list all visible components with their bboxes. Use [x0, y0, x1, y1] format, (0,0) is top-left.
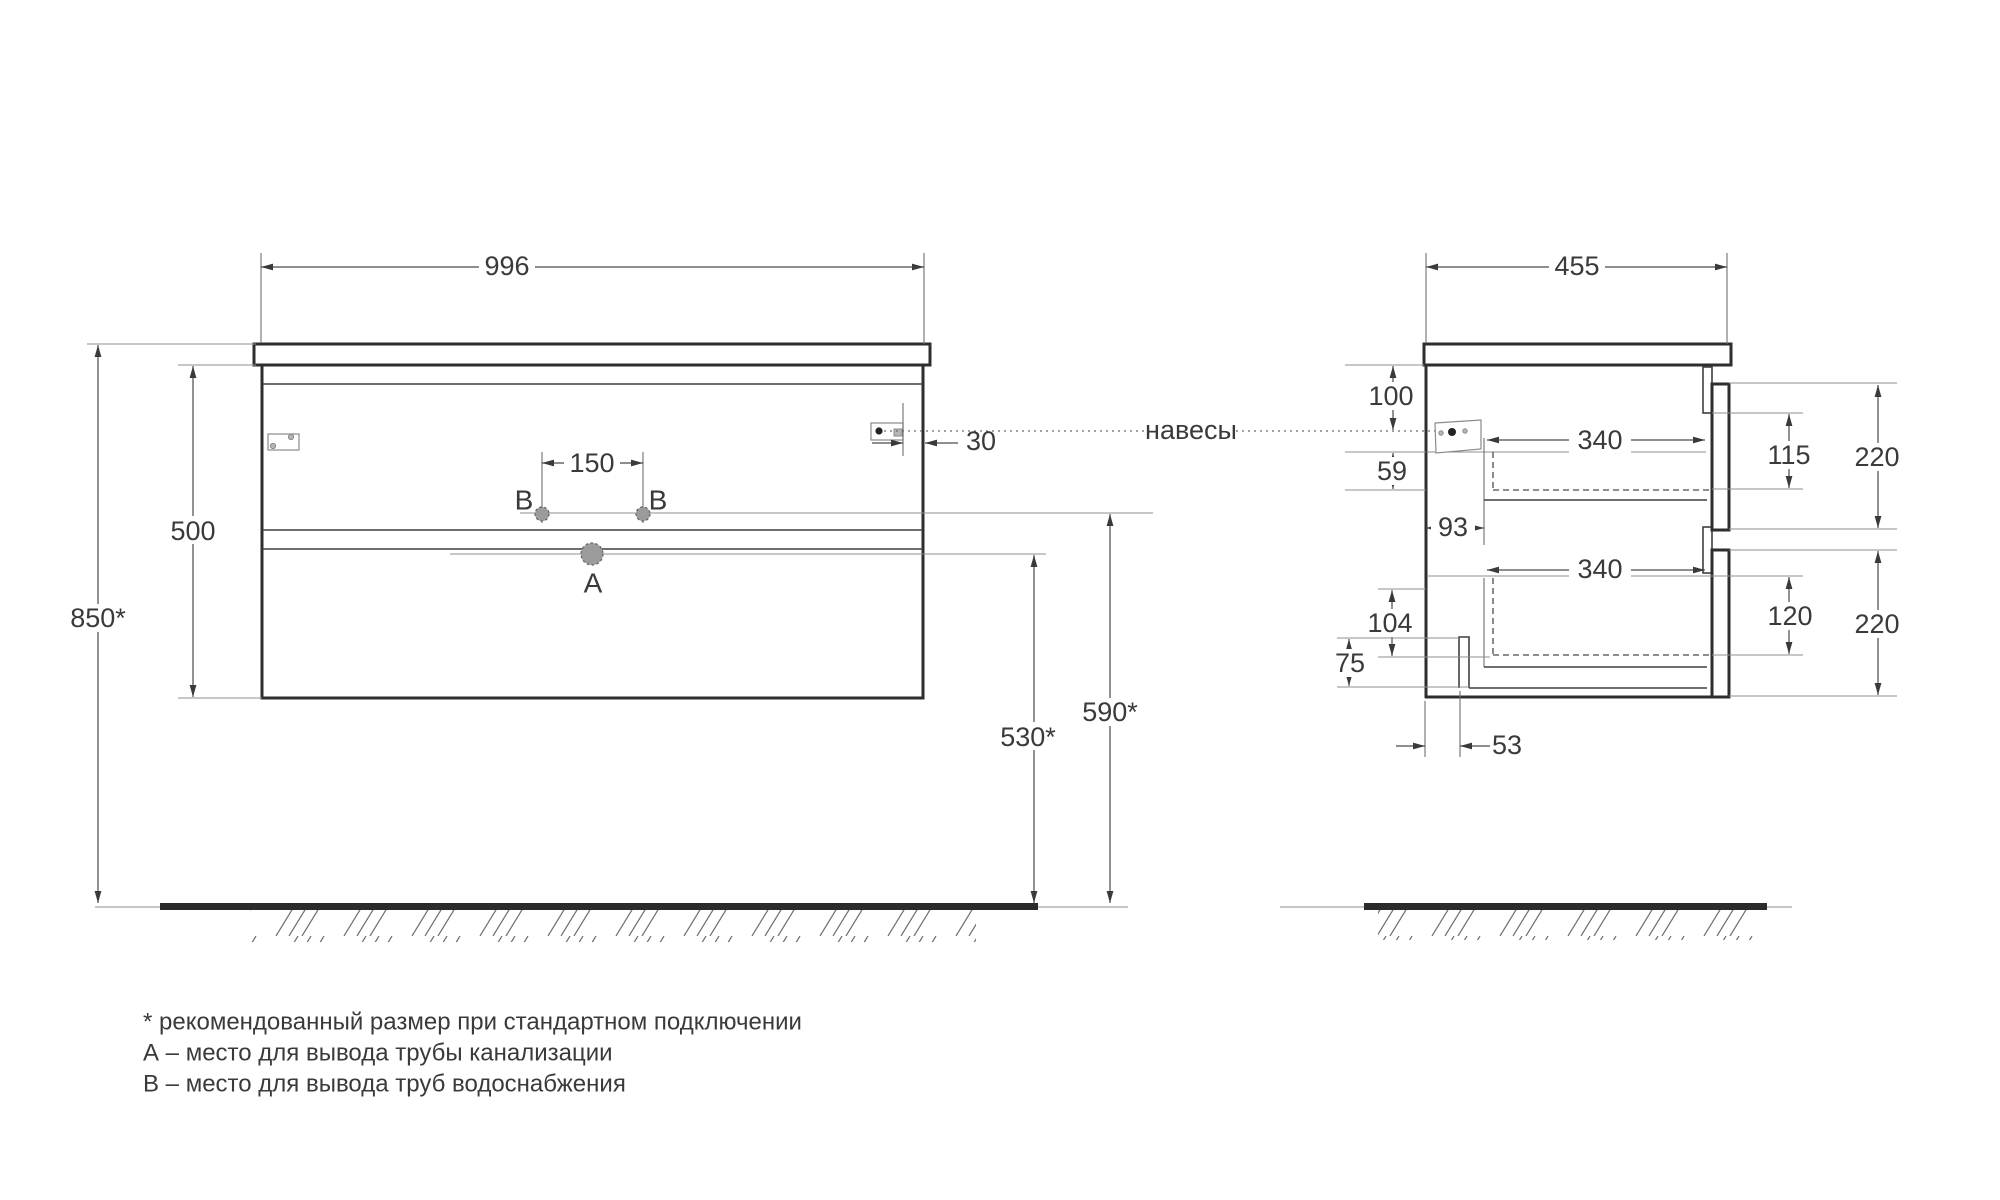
label-bg [1853, 610, 1901, 638]
left-bracket-screw-icon [269, 442, 277, 450]
dim-label-220-top: 220 [1854, 442, 1899, 472]
label-bg [1331, 649, 1369, 677]
label-bg [1569, 426, 1631, 454]
dim-label-75: 75 [1335, 648, 1365, 678]
footnote-recommended-size: * рекомендованный размер при стандартном… [143, 1009, 802, 1036]
dim-label-30: 30 [966, 426, 996, 456]
dim-label-120: 120 [1767, 601, 1812, 631]
right-bracket-plate-icon [893, 428, 903, 437]
floor-hatch-left [250, 910, 976, 942]
supply-hole-b-left [534, 506, 550, 522]
dim-label-104: 104 [1367, 608, 1412, 638]
side-hanger-screw-icon [1462, 428, 1468, 434]
dim-label-455: 455 [1554, 251, 1599, 281]
left-bracket-screw-icon [287, 433, 295, 441]
dim-label-150: 150 [569, 448, 614, 478]
floor-bar-right [1364, 903, 1767, 910]
footnote-a-drain: А – место для вывода трубы канализации [143, 1040, 613, 1067]
floor-hatch-right [1378, 910, 1760, 940]
label-bg [997, 722, 1057, 750]
label-bg [479, 252, 535, 279]
right-bracket-pin-icon [875, 427, 883, 435]
dim-label-500: 500 [170, 516, 215, 546]
dim-label-996: 996 [484, 251, 529, 281]
label-bg [1431, 513, 1475, 541]
front-cabinet-body [260, 363, 925, 700]
dim-label-59: 59 [1377, 456, 1407, 486]
label-bg [1148, 415, 1234, 445]
point-label-b-left: B [515, 485, 534, 516]
front-countertop [252, 342, 932, 367]
dim-label-530: 530* [1000, 722, 1056, 752]
label-bg [165, 516, 220, 544]
drain-hole-a [580, 542, 604, 566]
side-pipe-notch [1458, 636, 1470, 688]
dim-label-590: 590* [1082, 697, 1138, 727]
point-label-b-right: B [649, 485, 668, 516]
label-bg [1373, 457, 1411, 485]
label-bg [1569, 555, 1631, 583]
label-bg [1363, 609, 1418, 637]
dim-label-340-top: 340 [1577, 425, 1622, 455]
side-drawer-front-bottom [1710, 548, 1731, 699]
label-bg [66, 604, 130, 632]
floor-bar-left [160, 903, 1038, 910]
side-hanger-screw-icon [1438, 430, 1444, 436]
dim-label-220-bottom: 220 [1854, 609, 1899, 639]
dim-label-115: 115 [1767, 440, 1810, 470]
side-countertop [1422, 342, 1733, 367]
side-hanger-bracket-icon [1434, 419, 1482, 454]
label-bg [1364, 382, 1418, 410]
side-drawer-front-top [1710, 382, 1731, 532]
label-bg [1853, 443, 1901, 471]
label-bg [1549, 252, 1605, 279]
dim-label-93: 93 [1438, 512, 1468, 542]
supply-hole-b-right [635, 506, 651, 522]
label-bg [1766, 441, 1812, 469]
callout-hangers: навесы [1145, 415, 1237, 445]
label-bg [564, 449, 620, 477]
point-label-a: A [584, 568, 603, 599]
dim-label-53: 53 [1492, 730, 1522, 760]
label-bg [1766, 602, 1813, 630]
footnote-b-supply: В – место для вывода труб водоснабжения [143, 1071, 626, 1098]
dim-label-100: 100 [1368, 381, 1413, 411]
dim-label-850: 850* [70, 603, 126, 633]
dim-label-340-bottom: 340 [1577, 554, 1622, 584]
side-hanger-pin-icon [1448, 428, 1456, 436]
label-bg [1080, 698, 1140, 726]
